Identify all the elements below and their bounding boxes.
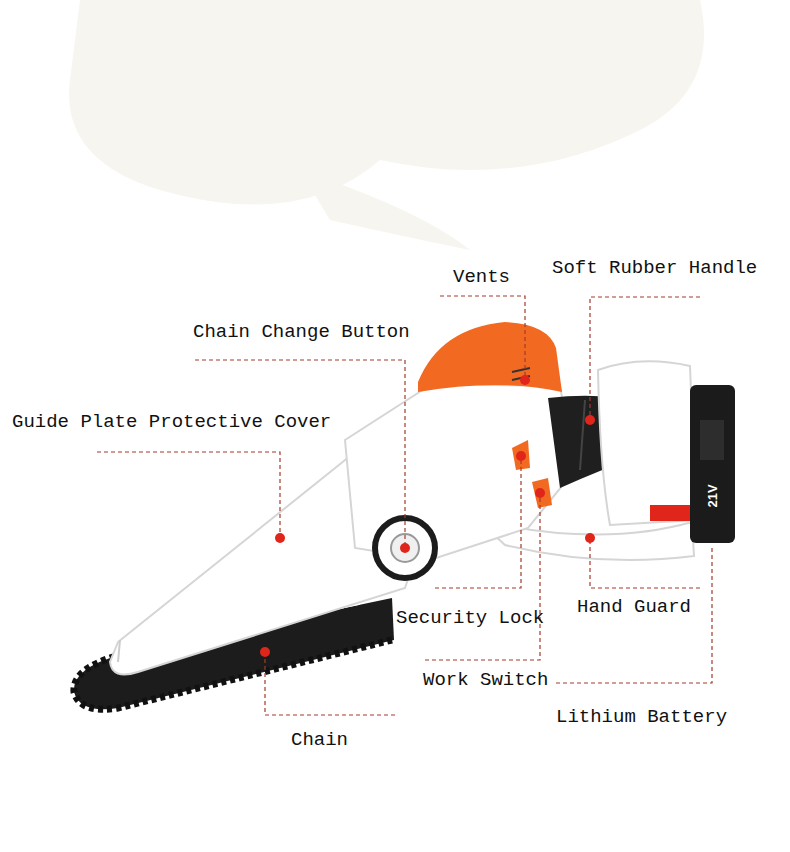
chain-knob: [375, 518, 435, 578]
part-label: Hand Guard: [577, 596, 691, 618]
lithium-battery: [690, 385, 735, 543]
background-blob: [69, 0, 704, 205]
part-label: Security Lock: [396, 607, 544, 629]
security-lock: [512, 440, 530, 470]
work-switch: [532, 478, 552, 508]
part-label: Lithium Battery: [556, 706, 727, 728]
battery-mount: [598, 361, 696, 525]
grip-line: [580, 400, 585, 470]
cover-edge: [118, 640, 120, 662]
part-label: Guide Plate Protective Cover: [12, 411, 331, 433]
part-label: Chain Change Button: [193, 321, 410, 343]
battery-text: 21V: [706, 484, 720, 507]
battery-label-area: [700, 420, 724, 460]
leader-lines: [97, 296, 712, 715]
orange-cap: [418, 322, 562, 392]
battery-latch: [650, 505, 690, 521]
part-label: Chain: [291, 729, 348, 751]
part-label: Soft Rubber Handle: [552, 257, 757, 279]
part-label: Vents: [453, 266, 510, 288]
background-blob: [300, 170, 470, 250]
part-label: Work Switch: [423, 669, 548, 691]
